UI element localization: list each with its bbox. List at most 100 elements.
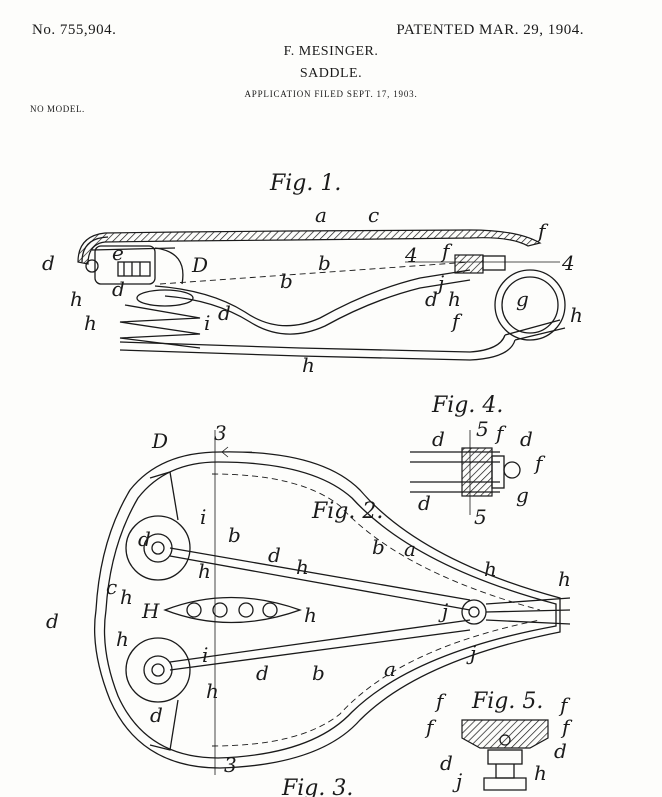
fig5-label-j: j bbox=[452, 769, 462, 793]
fig1-label-f: f bbox=[440, 239, 453, 263]
fig2-label-d2: d bbox=[46, 609, 59, 633]
fig2-label-a1: a bbox=[404, 537, 416, 561]
fig1-label-f4: f bbox=[450, 309, 463, 333]
fig5-label-d-left: d bbox=[440, 751, 453, 775]
fig1-caption: Fig. 1. bbox=[269, 171, 341, 196]
fig4-label-d-top: d bbox=[432, 427, 445, 451]
fig1-label-d-right: d bbox=[425, 287, 438, 311]
fig2-label-b1: b bbox=[372, 535, 385, 559]
fig4-label-5-bottom: 5 bbox=[474, 505, 487, 529]
fig1-label-c: c bbox=[368, 203, 379, 227]
fig1-label-g: g bbox=[516, 287, 529, 311]
fig4-clamp-section: Fig. 4. d 5 f d f g d 5 bbox=[410, 393, 546, 529]
fig2-rod-top bbox=[169, 547, 471, 611]
fig1-label-d: d bbox=[218, 301, 231, 325]
fig1-front-clamp bbox=[454, 254, 484, 274]
fig2-label-b: b bbox=[228, 523, 241, 547]
fig1-label-4-right: 4 bbox=[561, 251, 575, 275]
fig5-caption: Fig. 5. bbox=[471, 689, 543, 714]
fig1-label-4-left: 4 bbox=[404, 243, 418, 267]
fig2-label-3-bottom: 3 bbox=[224, 753, 237, 777]
fig2-saddle-outline bbox=[93, 451, 561, 769]
fig1-label-d2: d bbox=[42, 251, 55, 275]
fig1-label-h3: h bbox=[84, 311, 97, 335]
fig1-label-e: e bbox=[112, 241, 124, 265]
patent-date: PATENTED MAR. 29, 1904. bbox=[396, 22, 584, 38]
fig4-label-g: g bbox=[516, 483, 529, 507]
fig2-nose-clamp bbox=[461, 599, 487, 625]
fig5-label-f: f bbox=[434, 689, 447, 713]
fig1-loop-d bbox=[154, 247, 184, 285]
fig1-seat-cover bbox=[77, 229, 542, 265]
fig2-label-h1: h bbox=[484, 557, 497, 581]
fig4-clamp-body bbox=[461, 447, 493, 497]
fig4-label-f: f bbox=[494, 421, 507, 445]
fig1-label-f1: f bbox=[536, 219, 549, 243]
fig5-cross-section: Fig. 5. f f f f d d j h bbox=[424, 689, 573, 793]
fig5-label-f3: f bbox=[558, 693, 571, 717]
fig4-pivot bbox=[503, 461, 521, 479]
fig2-label-h2-mid: h bbox=[304, 603, 317, 627]
fig1-cantle-housing bbox=[94, 245, 156, 285]
fig2-label-h3-top: h bbox=[198, 559, 211, 583]
fig2-lozenge-plate bbox=[163, 596, 302, 624]
fig2-rod-bottom bbox=[169, 619, 471, 671]
fig2-label-d-mid: d bbox=[268, 543, 281, 567]
fig1-label-i: i bbox=[204, 311, 210, 335]
fig1-label-h4: h bbox=[70, 287, 83, 311]
fig1-label-D: D bbox=[191, 253, 208, 277]
fig1-nose-ring bbox=[494, 269, 566, 341]
fig4-label-f1: f bbox=[533, 451, 546, 475]
fig2-label-h: h bbox=[558, 567, 571, 591]
fig1-label-h1: h bbox=[448, 287, 461, 311]
fig5-label-h1: h bbox=[534, 761, 547, 785]
fig2-label-i-bottom: i bbox=[202, 643, 208, 667]
inventor-name: F. MESINGER. bbox=[283, 44, 379, 59]
fig2-caption: Fig. 2. bbox=[311, 499, 383, 524]
fig1-spring-coil bbox=[119, 304, 201, 349]
fig2-label-d-bottom: d bbox=[256, 661, 269, 685]
fig1-label-b: b bbox=[318, 251, 331, 275]
fig4-label-5-top: 5 bbox=[476, 417, 489, 441]
fig2-label-j1: j bbox=[466, 641, 476, 665]
fig2-label-a1-bottom: a bbox=[384, 657, 396, 681]
fig1-label-a: a bbox=[315, 203, 327, 227]
application-filed-line: APPLICATION FILED SEPT. 17, 1903. bbox=[244, 89, 418, 99]
fig1-frame-wave bbox=[154, 269, 471, 327]
fig2-label-i-top: i bbox=[200, 505, 206, 529]
fig1-label-h2: h bbox=[302, 353, 315, 377]
fig5-clamp-block bbox=[461, 719, 549, 749]
fig2-plan-view: Fig. 2. bbox=[46, 421, 571, 777]
model-note: NO MODEL. bbox=[30, 104, 85, 114]
fig2-label-h2-top: h bbox=[296, 555, 309, 579]
fig3-partial: Fig. 3. bbox=[281, 776, 353, 797]
fig1-label-b1: b bbox=[280, 269, 293, 293]
fig4-label-d-bottom: d bbox=[418, 491, 431, 515]
fig1-side-view: Fig. 1. bbox=[42, 171, 583, 377]
fig2-label-D: D bbox=[151, 429, 168, 453]
fig1-bottom-rail bbox=[119, 334, 506, 353]
fig5-nut bbox=[487, 749, 523, 765]
fig4-label-d3: d bbox=[520, 427, 533, 451]
fig2-label-c: c bbox=[106, 575, 117, 599]
fig2-label-d1-top: d bbox=[138, 527, 151, 551]
patent-number: No. 755,904. bbox=[32, 22, 117, 38]
fig2-label-h3-bottom: h bbox=[206, 679, 219, 703]
fig2-label-d1-bottom: d bbox=[150, 703, 163, 727]
fig2-label-H: H bbox=[141, 599, 160, 623]
patent-title: SADDLE. bbox=[299, 66, 363, 81]
fig4-caption: Fig. 4. bbox=[431, 393, 503, 418]
fig5-label-f2-left: f bbox=[424, 715, 437, 739]
fig2-cantle-ring-top bbox=[125, 515, 191, 581]
fig1-label-d1: d bbox=[112, 277, 125, 301]
fig5-label-d-right: d bbox=[554, 739, 567, 763]
fig5-label-f2-right: f bbox=[560, 715, 573, 739]
fig1-label-h: h bbox=[570, 303, 583, 327]
fig2-label-j: j bbox=[438, 599, 448, 623]
fig2-label-h4-bottom: h bbox=[116, 627, 129, 651]
fig1-label-j: j bbox=[434, 271, 444, 295]
fig2-cantle-ring-bottom bbox=[125, 637, 191, 703]
fig3-caption: Fig. 3. bbox=[281, 776, 353, 797]
